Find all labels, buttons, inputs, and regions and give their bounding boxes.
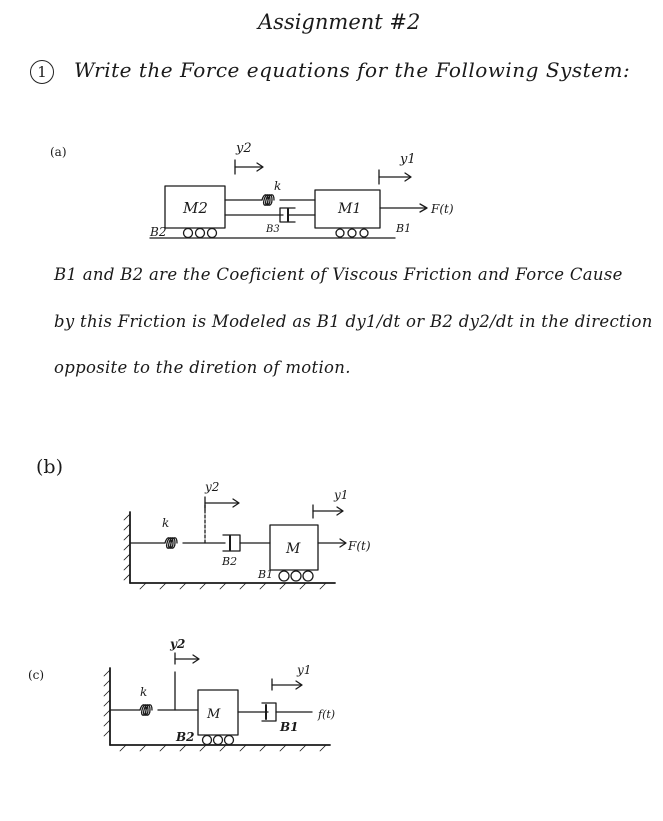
- force-label-a: F(t): [430, 202, 454, 216]
- question-text: Write the Force equations for the Follow…: [74, 58, 631, 82]
- diagram-a: M2 B2 k B3 M1 B1 F(t) y2: [149, 141, 454, 239]
- mass-m-label-b: M: [285, 541, 301, 557]
- spring-k-icon: [164, 537, 178, 549]
- diagram-c: k M B2 B1 f(t) y2 y1: [103, 637, 335, 752]
- force-label-c: f(t): [317, 708, 335, 721]
- arrowhead-icon: [295, 680, 303, 690]
- mass-m-label-c: M: [206, 707, 221, 722]
- arrowhead-icon: [336, 506, 344, 516]
- explanation-line-2: by this Friction is Modeled as B1 dy1/dt…: [54, 312, 653, 331]
- disp-y1-label-c: y1: [296, 663, 311, 677]
- wall-hatch-b: [123, 513, 131, 581]
- part-b-label: (b): [36, 456, 63, 478]
- wheel-icon: [278, 570, 290, 582]
- force-arrowhead-icon: [419, 203, 428, 213]
- spring-k-label-c: k: [140, 685, 147, 699]
- friction-b2-label: B2: [149, 225, 166, 239]
- disp-y1-label-b: y1: [333, 488, 348, 502]
- spring-k-icon: [261, 194, 275, 206]
- wheel-icon: [194, 227, 206, 239]
- ground-hatch-c: [119, 744, 327, 752]
- page-title: Assignment #2: [258, 10, 421, 34]
- diagram-b: k B2 M B1 F(t) y2 y1: [123, 480, 371, 590]
- mass-m-block-b: [269, 524, 319, 571]
- wheel-icon: [302, 570, 314, 582]
- friction-b1-label: B1: [395, 222, 411, 235]
- part-c-label: (c): [28, 668, 45, 682]
- damper-b1-label: B1: [279, 720, 299, 734]
- wheel-icon: [347, 228, 357, 238]
- damper-b3-cylinder: [279, 207, 296, 223]
- wheel-icon: [359, 228, 369, 238]
- damper-b2-label: B2: [221, 555, 237, 568]
- mass-m2-block: [164, 185, 226, 229]
- explanation-line-3: opposite to the diretion of motion.: [54, 358, 351, 377]
- part-a-label: (a): [50, 145, 67, 159]
- force-label-b: F(t): [347, 539, 371, 553]
- wheel-icon: [223, 734, 235, 746]
- disp-y1-label: y1: [399, 152, 416, 167]
- ground-hatch-b: [139, 582, 327, 590]
- wheel-icon: [201, 734, 213, 746]
- arrowhead-icon: [256, 162, 264, 172]
- explanation-line-1: B1 and B2 are the Coeficient of Viscous …: [54, 265, 623, 284]
- disp-y2-label-c: y2: [169, 637, 185, 651]
- wheel-icon: [290, 570, 302, 582]
- spring-k-label-b: k: [162, 516, 169, 530]
- disp-y2-label-b: y2: [204, 480, 219, 494]
- spring-k-icon: [139, 704, 153, 716]
- disp-y2-label: y2: [235, 141, 252, 156]
- friction-b1-label-b: B1: [257, 568, 273, 581]
- arrowhead-icon: [232, 498, 240, 508]
- spring-k-label: k: [274, 179, 281, 193]
- mass-m2-label: M2: [182, 199, 208, 217]
- wheel-icon: [206, 227, 218, 239]
- wheel-icon: [335, 228, 345, 238]
- mass-m1-block: [314, 189, 381, 229]
- arrowhead-icon: [192, 654, 200, 664]
- arrowhead-icon: [404, 172, 412, 182]
- wheel-icon: [212, 734, 224, 746]
- wall-hatch-c: [103, 669, 111, 737]
- mass-m1-label: M1: [337, 201, 361, 217]
- wheel-icon: [182, 227, 194, 239]
- question-number: 1: [30, 60, 54, 84]
- friction-b2-label-c: B2: [175, 730, 195, 744]
- damper-b3-label: B3: [265, 224, 280, 235]
- force-arrowhead-icon: [339, 538, 347, 548]
